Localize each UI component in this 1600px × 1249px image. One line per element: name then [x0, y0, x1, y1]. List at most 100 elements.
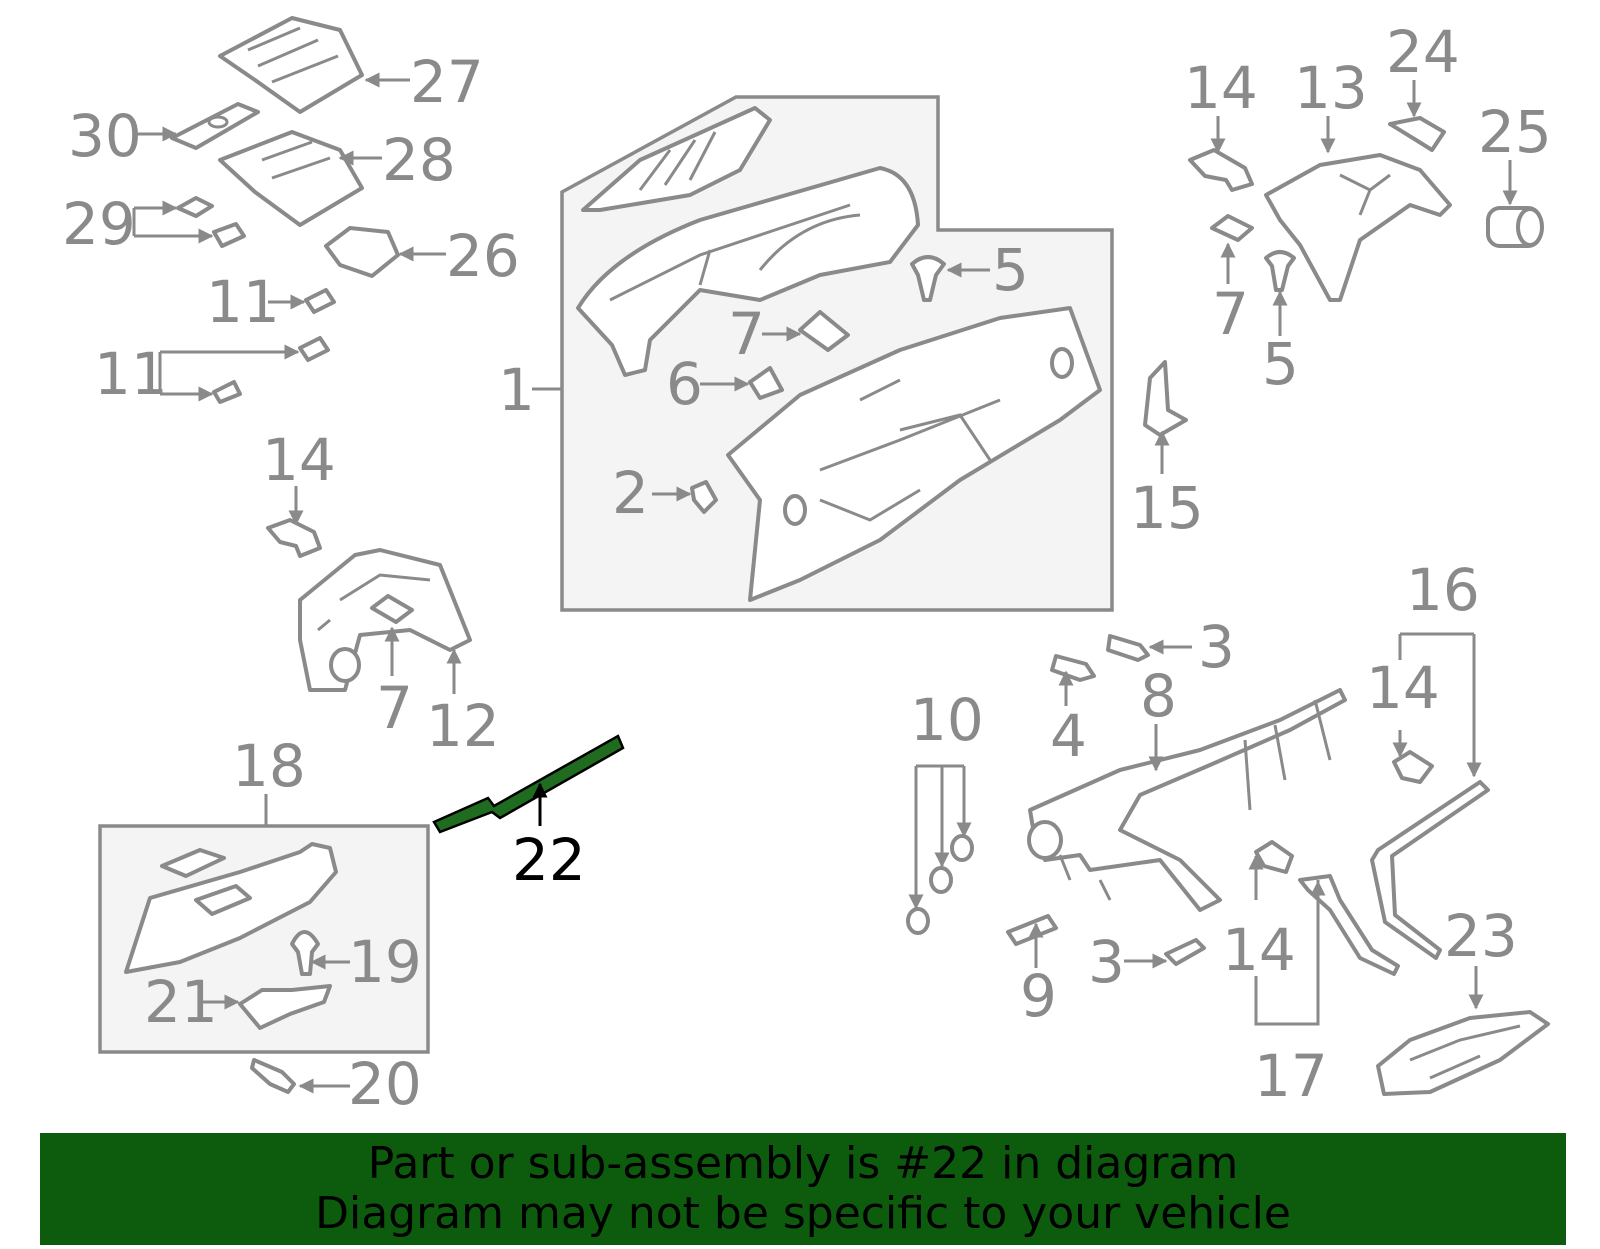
part-3-bolt-bottom	[1164, 938, 1206, 966]
callout-7-top-right: 7	[1212, 280, 1249, 348]
callout-9: 9	[1020, 962, 1057, 1030]
part-14-clip-left	[266, 518, 322, 558]
part-8-column-ring	[1027, 820, 1063, 860]
callout-11-b: 11	[94, 340, 168, 408]
part-30-hole	[207, 115, 229, 129]
banner-line-part-number: Part or sub-assembly is #22 in diagram	[367, 1138, 1239, 1189]
part-28-vent-panel	[218, 130, 364, 227]
callout-30: 30	[68, 102, 142, 170]
part-14-clip-lower	[1254, 840, 1294, 874]
callout-18: 18	[232, 732, 306, 800]
callout-14-lower: 14	[1222, 916, 1296, 984]
part-23-detail	[1409, 1024, 1521, 1080]
callout-labels: 1 2 3 3 4 5 5 6 7 7 7 8 9 10 11 11 12 13…	[62, 18, 1552, 1118]
part-13-cover	[1264, 153, 1452, 302]
part-6-clip	[748, 366, 784, 400]
part-8-crossbeam	[1028, 688, 1347, 912]
part-10-nut-a	[950, 834, 974, 862]
callout-12: 12	[426, 692, 500, 760]
part-26-bracket	[324, 226, 400, 278]
lower-dash-vent-left	[783, 494, 807, 526]
part-27-slats	[247, 26, 339, 84]
part-14-clip-right	[1392, 750, 1434, 784]
part-19-bumper	[290, 930, 320, 976]
part-21-hinge	[238, 984, 332, 1030]
callout-2: 2	[612, 459, 649, 527]
callout-21: 21	[144, 968, 218, 1036]
callout-29: 29	[62, 190, 136, 258]
part-23-tray	[1376, 1010, 1550, 1096]
callout-3-top: 3	[1198, 613, 1235, 681]
part-24-bracket	[1388, 116, 1446, 152]
callout-20: 20	[348, 1050, 422, 1118]
part-12-trim-detail	[317, 573, 431, 632]
callout-27: 27	[410, 48, 484, 116]
part-7-clip	[798, 310, 850, 352]
callout-5-box: 5	[992, 236, 1029, 304]
lower-dash-detail	[819, 378, 1001, 522]
leader-lines	[132, 72, 1518, 1094]
part-27-vent-panel	[218, 16, 364, 114]
part-7-clip-left	[370, 594, 414, 624]
banner-line-disclaimer: Diagram may not be specific to your vehi…	[315, 1188, 1291, 1239]
callout-1: 1	[498, 356, 535, 424]
lower-dash-panel	[726, 306, 1102, 602]
callout-25: 25	[1478, 98, 1552, 166]
callout-4: 4	[1050, 702, 1087, 770]
part-28-slats	[261, 140, 331, 180]
part-22-highlighted-strip	[432, 734, 625, 834]
part-12-trim-panel	[298, 548, 472, 692]
part-9-bolt	[1006, 914, 1058, 946]
part-15-trim	[1143, 360, 1188, 437]
part-29-clip-b	[212, 222, 246, 248]
part-18-handle	[160, 848, 226, 878]
lower-dash-vent-right	[1050, 347, 1074, 379]
part-10-nut-c	[906, 907, 930, 935]
part-18-latch	[194, 884, 252, 916]
part-14-clip-top	[1188, 148, 1254, 192]
part-3-bolt-top	[1106, 634, 1150, 662]
callout-3-bottom: 3	[1088, 928, 1125, 996]
callout-14-top-right: 14	[1184, 54, 1258, 122]
part-7-clip-top	[1210, 214, 1254, 242]
part-8-brackets	[1058, 699, 1332, 901]
part-11-clip-c	[212, 380, 242, 404]
callout-23: 23	[1444, 902, 1518, 970]
callout-10: 10	[910, 686, 984, 754]
defroster-grille	[581, 106, 772, 212]
part-29-clip-a	[176, 196, 214, 218]
part-13-detail	[1339, 173, 1391, 216]
callout-24: 24	[1386, 18, 1460, 86]
callout-11-a: 11	[206, 268, 280, 336]
callout-15: 15	[1130, 474, 1204, 542]
upper-dash-detail	[609, 203, 861, 302]
callout-14-left: 14	[262, 426, 336, 494]
callout-13: 13	[1294, 54, 1368, 122]
info-banner: Part or sub-assembly is #22 in diagram D…	[40, 1133, 1566, 1245]
defroster-slats	[638, 131, 717, 191]
callout-7-box: 7	[728, 300, 765, 368]
callout-8: 8	[1140, 662, 1177, 730]
callout-14-right: 14	[1366, 654, 1440, 722]
part-10-nut-b	[929, 866, 953, 894]
callout-7-left: 7	[376, 674, 413, 742]
part-25-knob-face	[1516, 207, 1544, 247]
part-2-clip	[690, 480, 718, 514]
part-11-clip-b	[298, 336, 330, 362]
callout-19: 19	[348, 928, 422, 996]
callout-28: 28	[382, 126, 456, 194]
part-5-screw-top	[1264, 250, 1296, 292]
part-5-screw	[910, 255, 946, 302]
callout-5-top-right: 5	[1262, 330, 1299, 398]
callout-17: 17	[1254, 1042, 1328, 1110]
callout-26: 26	[446, 222, 520, 290]
callout-16: 16	[1406, 556, 1480, 624]
part-4-bolt	[1050, 654, 1096, 682]
part-20-bolt	[250, 1058, 296, 1094]
part-16-brace	[1370, 780, 1490, 960]
part-11-clip-a	[304, 288, 336, 314]
callout-22-highlighted: 22	[512, 826, 586, 894]
part-12-vent-ring	[329, 647, 361, 683]
callout-6: 6	[666, 350, 703, 418]
